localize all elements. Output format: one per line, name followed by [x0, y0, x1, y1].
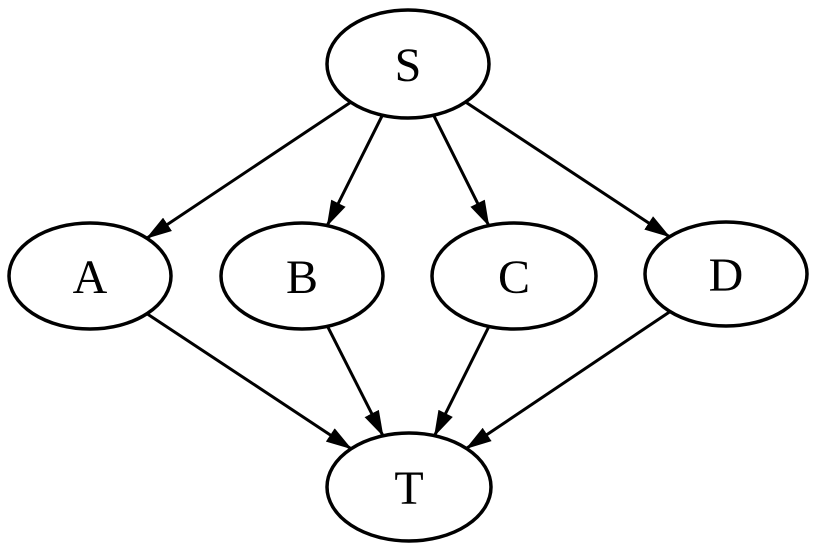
edge-S-C	[432, 114, 491, 227]
node-A: A	[7, 221, 173, 331]
node-T-ellipse	[325, 431, 493, 543]
node-D-ellipse	[643, 220, 809, 328]
node-D-label: D	[709, 249, 744, 302]
edge-S-B	[325, 114, 384, 227]
node-S-label: S	[395, 39, 422, 92]
edge-S-A	[145, 100, 352, 240]
node-C-ellipse	[430, 221, 598, 331]
node-C-label: C	[498, 251, 530, 304]
node-S-ellipse	[325, 8, 491, 120]
node-D: D	[643, 220, 809, 328]
node-S: S	[325, 8, 491, 120]
node-B: B	[219, 221, 385, 331]
edge-C-T	[433, 325, 491, 437]
node-B-ellipse	[219, 221, 385, 331]
edge-B-T	[326, 325, 385, 437]
edge-S-D	[464, 100, 671, 238]
node-A-ellipse	[7, 221, 173, 331]
edge-A-T	[146, 312, 352, 450]
edge-D-T	[465, 310, 671, 450]
node-A-label: A	[73, 251, 108, 304]
node-T-label: T	[394, 462, 423, 515]
node-B-label: B	[286, 251, 318, 304]
node-C: C	[430, 221, 598, 331]
node-T: T	[325, 431, 493, 543]
